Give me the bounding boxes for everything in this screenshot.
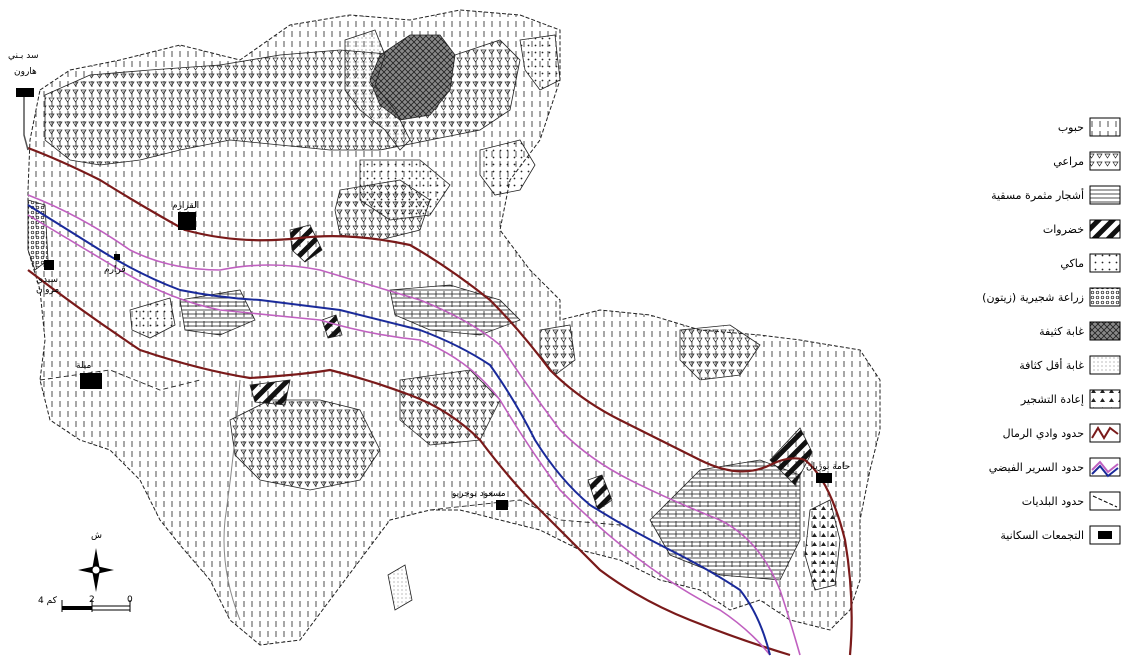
river <box>27 204 771 656</box>
legend-label-sparseforest: غابة أقل كثافة <box>1019 358 1084 372</box>
legend-swatch-denseforest <box>1089 321 1121 341</box>
zone-pasture-east3 <box>539 324 576 376</box>
zone-veg-4 <box>587 474 613 511</box>
legend-swatch-sparseforest <box>1089 355 1121 375</box>
scale-bar <box>61 600 131 612</box>
zone-pasture-central <box>229 399 381 491</box>
legend-label-maquis: ماكي <box>1060 257 1084 270</box>
legend-swatch-flood <box>1089 457 1121 478</box>
zone-reforest <box>804 499 841 591</box>
legend-swatch-commune <box>1089 491 1121 511</box>
flood-boundary-north <box>27 194 801 656</box>
zone-pasture-east <box>334 179 431 241</box>
flood-boundary-south <box>27 214 771 656</box>
settlement-qararem <box>178 212 196 230</box>
legend-swatch-maquis <box>1089 253 1121 273</box>
legend-label-denseforest: غابة كثيفة <box>1039 325 1084 338</box>
legend: حبوب مراعي أشجار مثمرة مسقية خضروات ماكي… <box>982 117 1121 545</box>
zone-maquis-4 <box>129 297 176 339</box>
zone-veg-2 <box>249 379 291 406</box>
zone-orchards-2 <box>649 459 801 581</box>
legend-label-settlement: التجمعات السكانية <box>1000 529 1084 542</box>
legend-label-orchards: أشجار مثمرة مسقية <box>991 188 1084 202</box>
scale-mid: 2 <box>89 595 95 605</box>
settlement-mila <box>80 373 102 389</box>
commune-boundary-2 <box>39 369 201 391</box>
tributary <box>223 379 241 621</box>
map-body: سد بـني هارون القرارم قرارم سيدي مروان م… <box>8 9 881 657</box>
legend-label-rhumel: حدود وادي الرمال <box>1003 427 1084 440</box>
zone-sparse-forest-2 <box>387 564 413 611</box>
label-mila: ميلة <box>76 361 92 371</box>
label-sidi: سيدي <box>36 275 58 285</box>
legend-swatch-pasture <box>1089 151 1121 171</box>
north-label: ش <box>91 531 102 541</box>
rhumel-boundary-south <box>27 269 791 657</box>
scale-zero: 0 <box>127 595 133 605</box>
legend-swatch-orchards <box>1089 185 1121 205</box>
legend-swatch-vegetables <box>1089 219 1121 239</box>
label-grarem: قرارم <box>104 265 126 275</box>
legend-label-reforest: إعادة التشجير <box>1020 393 1084 406</box>
legend-label-commune: حدود البلديات <box>1022 495 1084 508</box>
settlement-grarem <box>114 254 120 260</box>
label-dam2: هارون <box>14 67 37 77</box>
zone-sparse-forest <box>344 29 411 151</box>
legend-swatch-rhumel <box>1089 423 1121 443</box>
dam-channel <box>23 95 29 151</box>
settlement-messaoud <box>496 500 508 510</box>
label-hamma: حامة بوزيان <box>806 462 850 472</box>
settlement-dam <box>16 88 34 97</box>
zone-pasture-east2 <box>679 324 761 381</box>
legend-swatch-settlement <box>1089 525 1121 545</box>
legend-swatch-cereals <box>1089 117 1121 137</box>
zone-maquis-3 <box>519 34 561 91</box>
label-sidi2: مروان <box>36 285 59 295</box>
scale-label: 4 كم <box>38 596 58 606</box>
legend-swatch-reforest <box>1089 389 1121 409</box>
legend-swatch-olive <box>1089 287 1121 307</box>
zone-maquis-1 <box>479 139 536 196</box>
label-dam: سد بـني <box>8 51 39 61</box>
legend-label-vegetables: خضروات <box>1043 223 1084 236</box>
label-messaoud: مسعود بوجريو <box>451 489 506 499</box>
north-arrow <box>78 548 114 592</box>
label-qararem: القرارم <box>172 201 199 211</box>
legend-label-cereals: حبوب <box>1058 121 1084 134</box>
zone-veg-5 <box>321 314 343 339</box>
zone-veg-3 <box>769 427 813 486</box>
legend-label-olive: زراعة شجيرية (زيتون) <box>982 291 1084 304</box>
settlement-sidi <box>44 260 54 270</box>
settlement-hamma <box>816 473 832 483</box>
zone-orchards-3 <box>179 289 256 336</box>
zone-veg-1 <box>289 224 323 263</box>
legend-label-pasture: مراعي <box>1053 155 1084 168</box>
legend-label-flood: حدود السرير الفيضي <box>989 461 1084 474</box>
rhumel-boundary-north <box>27 146 806 473</box>
